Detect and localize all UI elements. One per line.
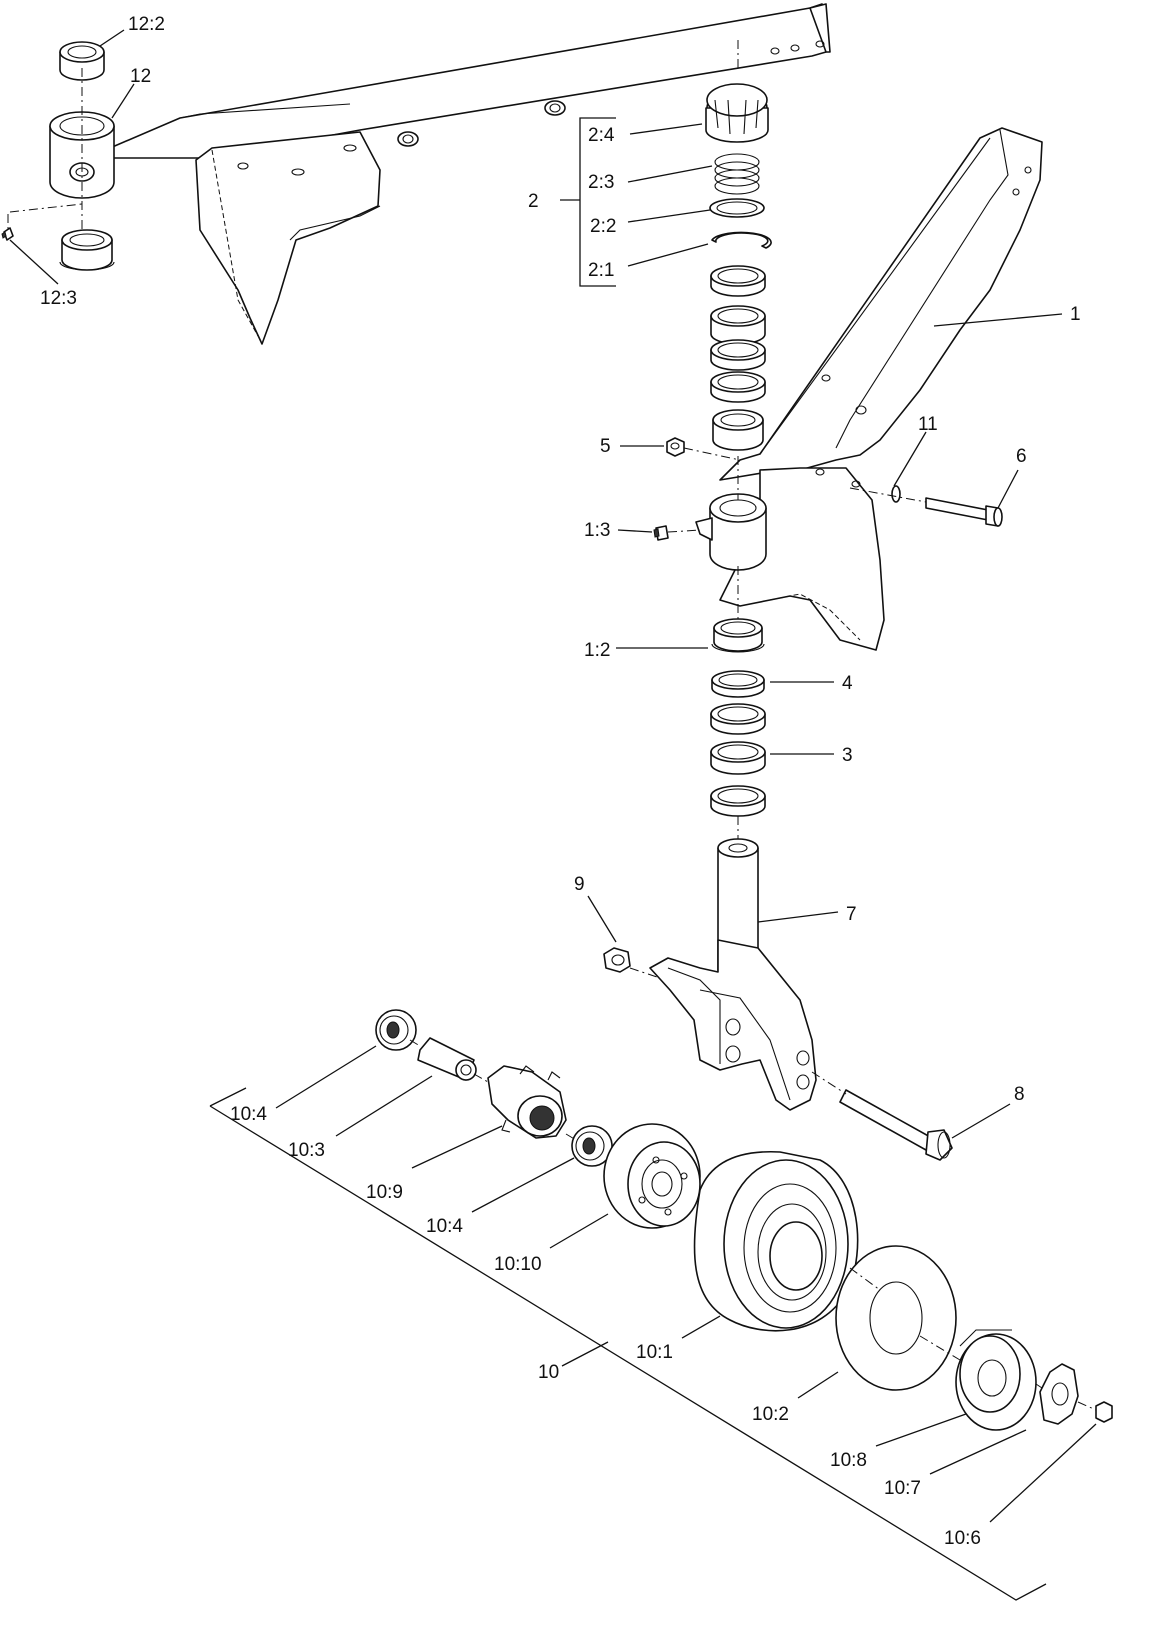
liner-10-2 — [835, 1245, 957, 1391]
group-10-bracket — [209, 1087, 1047, 1601]
bearing-10-4-right — [571, 1125, 613, 1167]
label-10-6: 10:6 — [944, 1528, 981, 1549]
flange-plate-10-7 — [1039, 1363, 1079, 1425]
group-2-bracket — [560, 117, 616, 287]
label-2-3: 2:3 — [588, 172, 614, 193]
label-10-3: 10:3 — [288, 1140, 325, 1161]
hub-10-9 — [487, 1065, 567, 1139]
grease-fitting-12-3 — [1, 227, 14, 241]
label-2-4: 2:4 — [588, 125, 615, 146]
bushing-12-2 — [59, 41, 105, 81]
bolt-8 — [839, 1089, 953, 1161]
spacer-10-3 — [417, 1037, 477, 1081]
bushing-12-lower — [59, 229, 115, 271]
label-7: 7 — [846, 904, 857, 925]
wheel-half-10-10 — [603, 1123, 701, 1229]
label-10-9: 10:9 — [366, 1182, 403, 1203]
washer-4 — [711, 670, 765, 698]
label-6: 6 — [1016, 446, 1027, 467]
label-10-4-right: 10:4 — [426, 1216, 463, 1237]
label-1-3: 1:3 — [584, 520, 610, 541]
label-10-10: 10:10 — [494, 1254, 542, 1275]
bearing-stack-upper — [705, 83, 772, 451]
label-10-4-left: 10:4 — [230, 1104, 267, 1125]
nut-9 — [603, 947, 631, 973]
label-10-2: 10:2 — [752, 1404, 789, 1425]
washer-11 — [891, 485, 901, 503]
nut-5 — [666, 437, 685, 457]
label-12: 12 — [130, 66, 151, 87]
bushing-1-2 — [711, 618, 765, 653]
label-11: 11 — [918, 414, 938, 435]
bearing-10-4-left — [375, 1009, 417, 1051]
label-2: 2 — [528, 191, 539, 212]
label-10-1: 10:1 — [636, 1342, 673, 1363]
label-12-3: 12:3 — [40, 288, 77, 309]
caster-fork-7 — [649, 838, 817, 1111]
label-10-8: 10:8 — [830, 1450, 867, 1471]
caster-arm-12 — [49, 3, 831, 345]
label-3: 3 — [842, 745, 853, 766]
label-4: 4 — [842, 673, 853, 694]
leader-lines — [9, 29, 1097, 1523]
callout-labels: 12:2 12 12:3 2 2:4 2:3 2:2 2:1 1 11 6 5 … — [40, 14, 1081, 1549]
wheel-half-10-8 — [955, 1329, 1037, 1431]
grease-fitting-1-3 — [653, 525, 669, 541]
label-2-1: 2:1 — [588, 260, 614, 281]
label-8: 8 — [1014, 1084, 1025, 1105]
tire-10-1 — [693, 1150, 859, 1332]
label-1-2: 1:2 — [584, 640, 610, 661]
label-2-2: 2:2 — [590, 216, 616, 237]
spacers-3 — [710, 703, 766, 817]
label-9: 9 — [574, 874, 585, 895]
bolt-6 — [925, 497, 1003, 527]
label-10-7: 10:7 — [884, 1478, 921, 1499]
label-12-2: 12:2 — [128, 14, 165, 35]
label-5: 5 — [600, 436, 611, 457]
nut-10-6 — [1095, 1401, 1113, 1423]
label-10: 10 — [538, 1362, 559, 1383]
label-1: 1 — [1070, 304, 1081, 325]
caster-arm-1 — [695, 127, 1043, 651]
centerline-12-3 — [9, 203, 83, 213]
